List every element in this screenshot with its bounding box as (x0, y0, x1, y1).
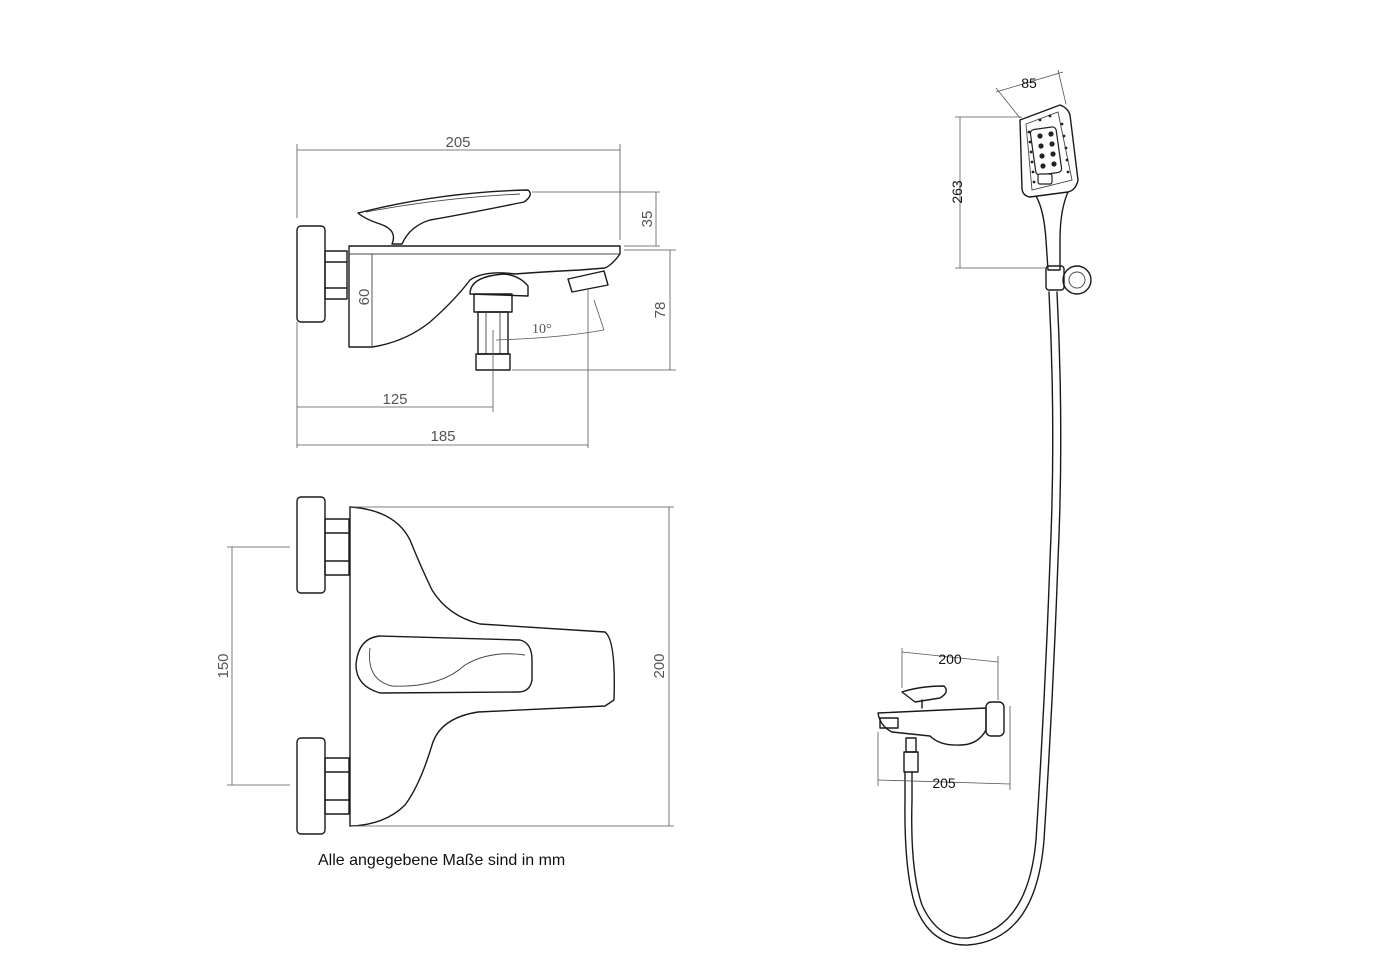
dim-35: 35 (639, 211, 656, 228)
dim-10-degree: 10° (532, 322, 552, 337)
dim-125: 125 (382, 391, 407, 408)
side-view: 205 35 60 78 10° 125 185 (296, 134, 676, 448)
dim-263: 263 (949, 180, 965, 204)
dim-185: 185 (430, 428, 455, 445)
units-footnote: Alle angegebene Maße sind in mm (318, 852, 566, 869)
dim-78: 78 (652, 302, 669, 319)
dim-205-mixer: 205 (932, 775, 956, 791)
dim-205-top: 205 (445, 134, 470, 151)
dim-200-mixer: 200 (938, 651, 962, 667)
shower-set: 85 263 200 205 (877, 69, 1092, 946)
top-view: 150 200 (215, 496, 674, 835)
dim-200: 200 (651, 653, 668, 678)
dim-150: 150 (215, 653, 232, 678)
dim-60: 60 (356, 289, 373, 306)
dim-85: 85 (1021, 75, 1037, 91)
